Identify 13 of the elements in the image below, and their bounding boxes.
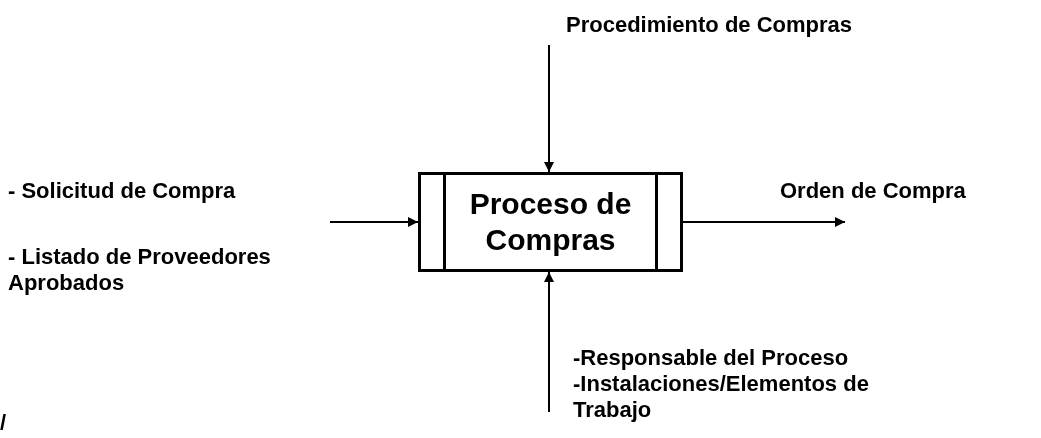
process-box (418, 172, 683, 272)
flow-label: -Responsable del Proceso (573, 345, 850, 371)
arrow (329, 217, 419, 227)
arrow (544, 271, 554, 413)
stray-mark: / (0, 410, 7, 436)
arrow (544, 44, 554, 173)
flow-label: -Instalaciones/Elementos de Trabajo (573, 371, 870, 423)
flow-label: Orden de Compra (780, 178, 967, 204)
process-title: Proceso de Compras (468, 186, 633, 258)
flow-label: Procedimiento de Compras (566, 12, 854, 38)
flow-label: - Listado de Proveedores Aprobados (8, 244, 272, 296)
arrow (682, 217, 846, 227)
flow-label: - Solicitud de Compra (8, 178, 237, 204)
